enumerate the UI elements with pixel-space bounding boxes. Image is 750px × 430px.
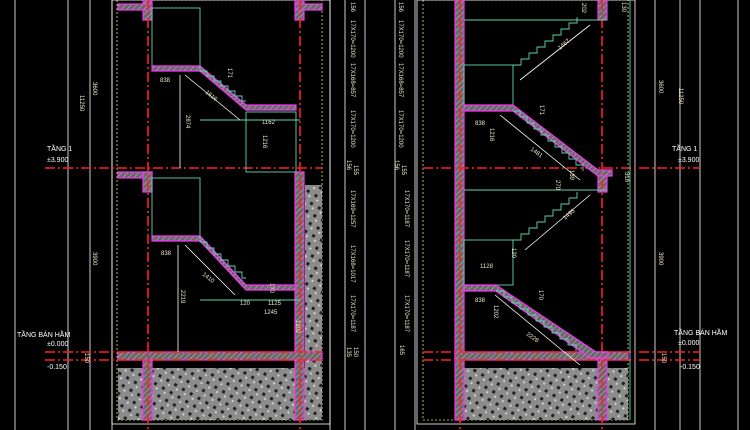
- dimension-label: 1125: [268, 301, 282, 307]
- level-elev-floor1: ±3.900: [47, 157, 68, 164]
- dimension-label: 130: [620, 2, 626, 13]
- dimension-label: 170: [537, 290, 543, 301]
- dim-lower-height: 3900: [91, 252, 97, 266]
- basement-slab: [454, 351, 629, 361]
- dimension-label: 135: [345, 347, 351, 358]
- dimension-label: 17X168=857: [349, 63, 355, 98]
- dimension-label: 120: [510, 248, 516, 259]
- dim-overall: 11250: [78, 95, 84, 112]
- dimension-label: 170: [268, 283, 274, 294]
- dimension-label: 17X170=1200: [349, 20, 355, 58]
- stair-steps: [199, 236, 246, 279]
- stair-flight: [151, 235, 297, 291]
- stair-steps: [199, 66, 246, 102]
- stair-steps: [513, 110, 584, 171]
- dimension-label: 310: [623, 172, 629, 183]
- dimension-label: 156: [345, 160, 351, 171]
- dimension-label: 1202: [294, 320, 300, 334]
- dimension-label: 2874: [184, 115, 190, 129]
- dimension-label: 156: [397, 2, 403, 13]
- dim-slab: 150: [660, 353, 666, 364]
- frame: [416, 0, 636, 425]
- dimension-label: 156: [393, 160, 399, 171]
- level-sub-basement: -0.150: [47, 364, 67, 371]
- dim-slab: 150: [83, 353, 89, 364]
- dimension-label: 838: [160, 78, 171, 84]
- dimension-label: 1216: [488, 128, 494, 142]
- level-sub-basement: -0.150: [680, 364, 700, 371]
- dimension-label: 17X170=1187: [403, 240, 409, 278]
- dimension-label: 202: [580, 3, 586, 14]
- dimension-label: 1495: [562, 208, 577, 222]
- right-section: 11250 3600 3900 150 TẦNG 1 ±3.900 TẦNG B…: [393, 0, 739, 430]
- stair-steps: [513, 17, 578, 66]
- dimension-label: 17X168=1017: [349, 245, 355, 283]
- dimension-label: 838: [161, 251, 172, 257]
- dimension-label: 838: [475, 121, 486, 127]
- dimension-label: 17X168=857: [397, 63, 403, 98]
- dimension-label: 17X170=1200: [349, 110, 355, 148]
- dimension-label: 1202: [492, 305, 498, 319]
- dimension-label: 17X169=1257: [349, 190, 355, 228]
- dim-lower-height: 3900: [657, 252, 663, 266]
- slab: [294, 3, 323, 11]
- retaining-fill: [305, 185, 322, 368]
- dimension-label: 1162: [262, 120, 276, 126]
- dimension-label: 171: [226, 68, 232, 79]
- dim-upper-height: 3600: [657, 80, 663, 94]
- boundary-dashed: [422, 0, 629, 421]
- dimension-label: 270: [554, 180, 560, 191]
- dim-upper-height: 3600: [91, 82, 97, 96]
- level-name-floor1: TẦNG 1: [47, 143, 72, 153]
- dimension-label: 17X170=1200: [397, 110, 403, 148]
- boundary-dashed: [116, 0, 323, 421]
- dimension-label: 156: [349, 2, 355, 13]
- dimension-label: 120: [240, 301, 251, 307]
- dimension-label: 1616: [204, 90, 219, 103]
- stair-treads: [463, 64, 514, 286]
- dim-overall: 11250: [677, 88, 683, 105]
- dimension-label: 17X170=1187: [403, 295, 409, 333]
- slab: [117, 3, 153, 11]
- stair-steps: [496, 290, 577, 351]
- stair-flight: [463, 284, 609, 359]
- dimension-label: 2219: [179, 290, 185, 304]
- dimension-label: 1216: [261, 135, 267, 149]
- dimension-label: 1245: [264, 310, 278, 316]
- stair-steps: [513, 192, 578, 241]
- left-section: 11250 3600 3900 150 TẦNG 1 ±3.900 TẦNG B…: [14, 0, 366, 430]
- level-name-floor1: TẦNG 1: [672, 143, 697, 153]
- dimension-label: 17X170=1200: [397, 20, 403, 58]
- dimension-label: 17X170=1187: [403, 190, 409, 228]
- dimension-label: 1128: [480, 264, 494, 270]
- level-name-basement: TẦNG BÁN HẦM: [674, 327, 727, 337]
- dimension-label: 155: [352, 165, 358, 176]
- dimension-label: 17X170=1187: [349, 295, 355, 333]
- level-elev-basement: ±0.000: [47, 341, 68, 348]
- level-elev-basement: ±0.000: [678, 340, 699, 347]
- stair-flight: [463, 104, 613, 177]
- dimension-label: 2228: [525, 332, 540, 345]
- level-name-basement: TẦNG BÁN HẦM: [17, 329, 70, 339]
- dimension-label: 171: [538, 105, 544, 116]
- dimension-label: 838: [475, 298, 486, 304]
- level-elev-floor1: ±3.900: [678, 157, 699, 164]
- dimension-label: 139: [568, 170, 574, 181]
- dimension-label: 165: [398, 345, 404, 356]
- stair-flight: [151, 65, 297, 111]
- dimension-label: 155: [400, 165, 406, 176]
- frame: [111, 0, 331, 425]
- dimension-label: 150: [352, 347, 358, 358]
- dimension-label: 1467: [557, 38, 572, 52]
